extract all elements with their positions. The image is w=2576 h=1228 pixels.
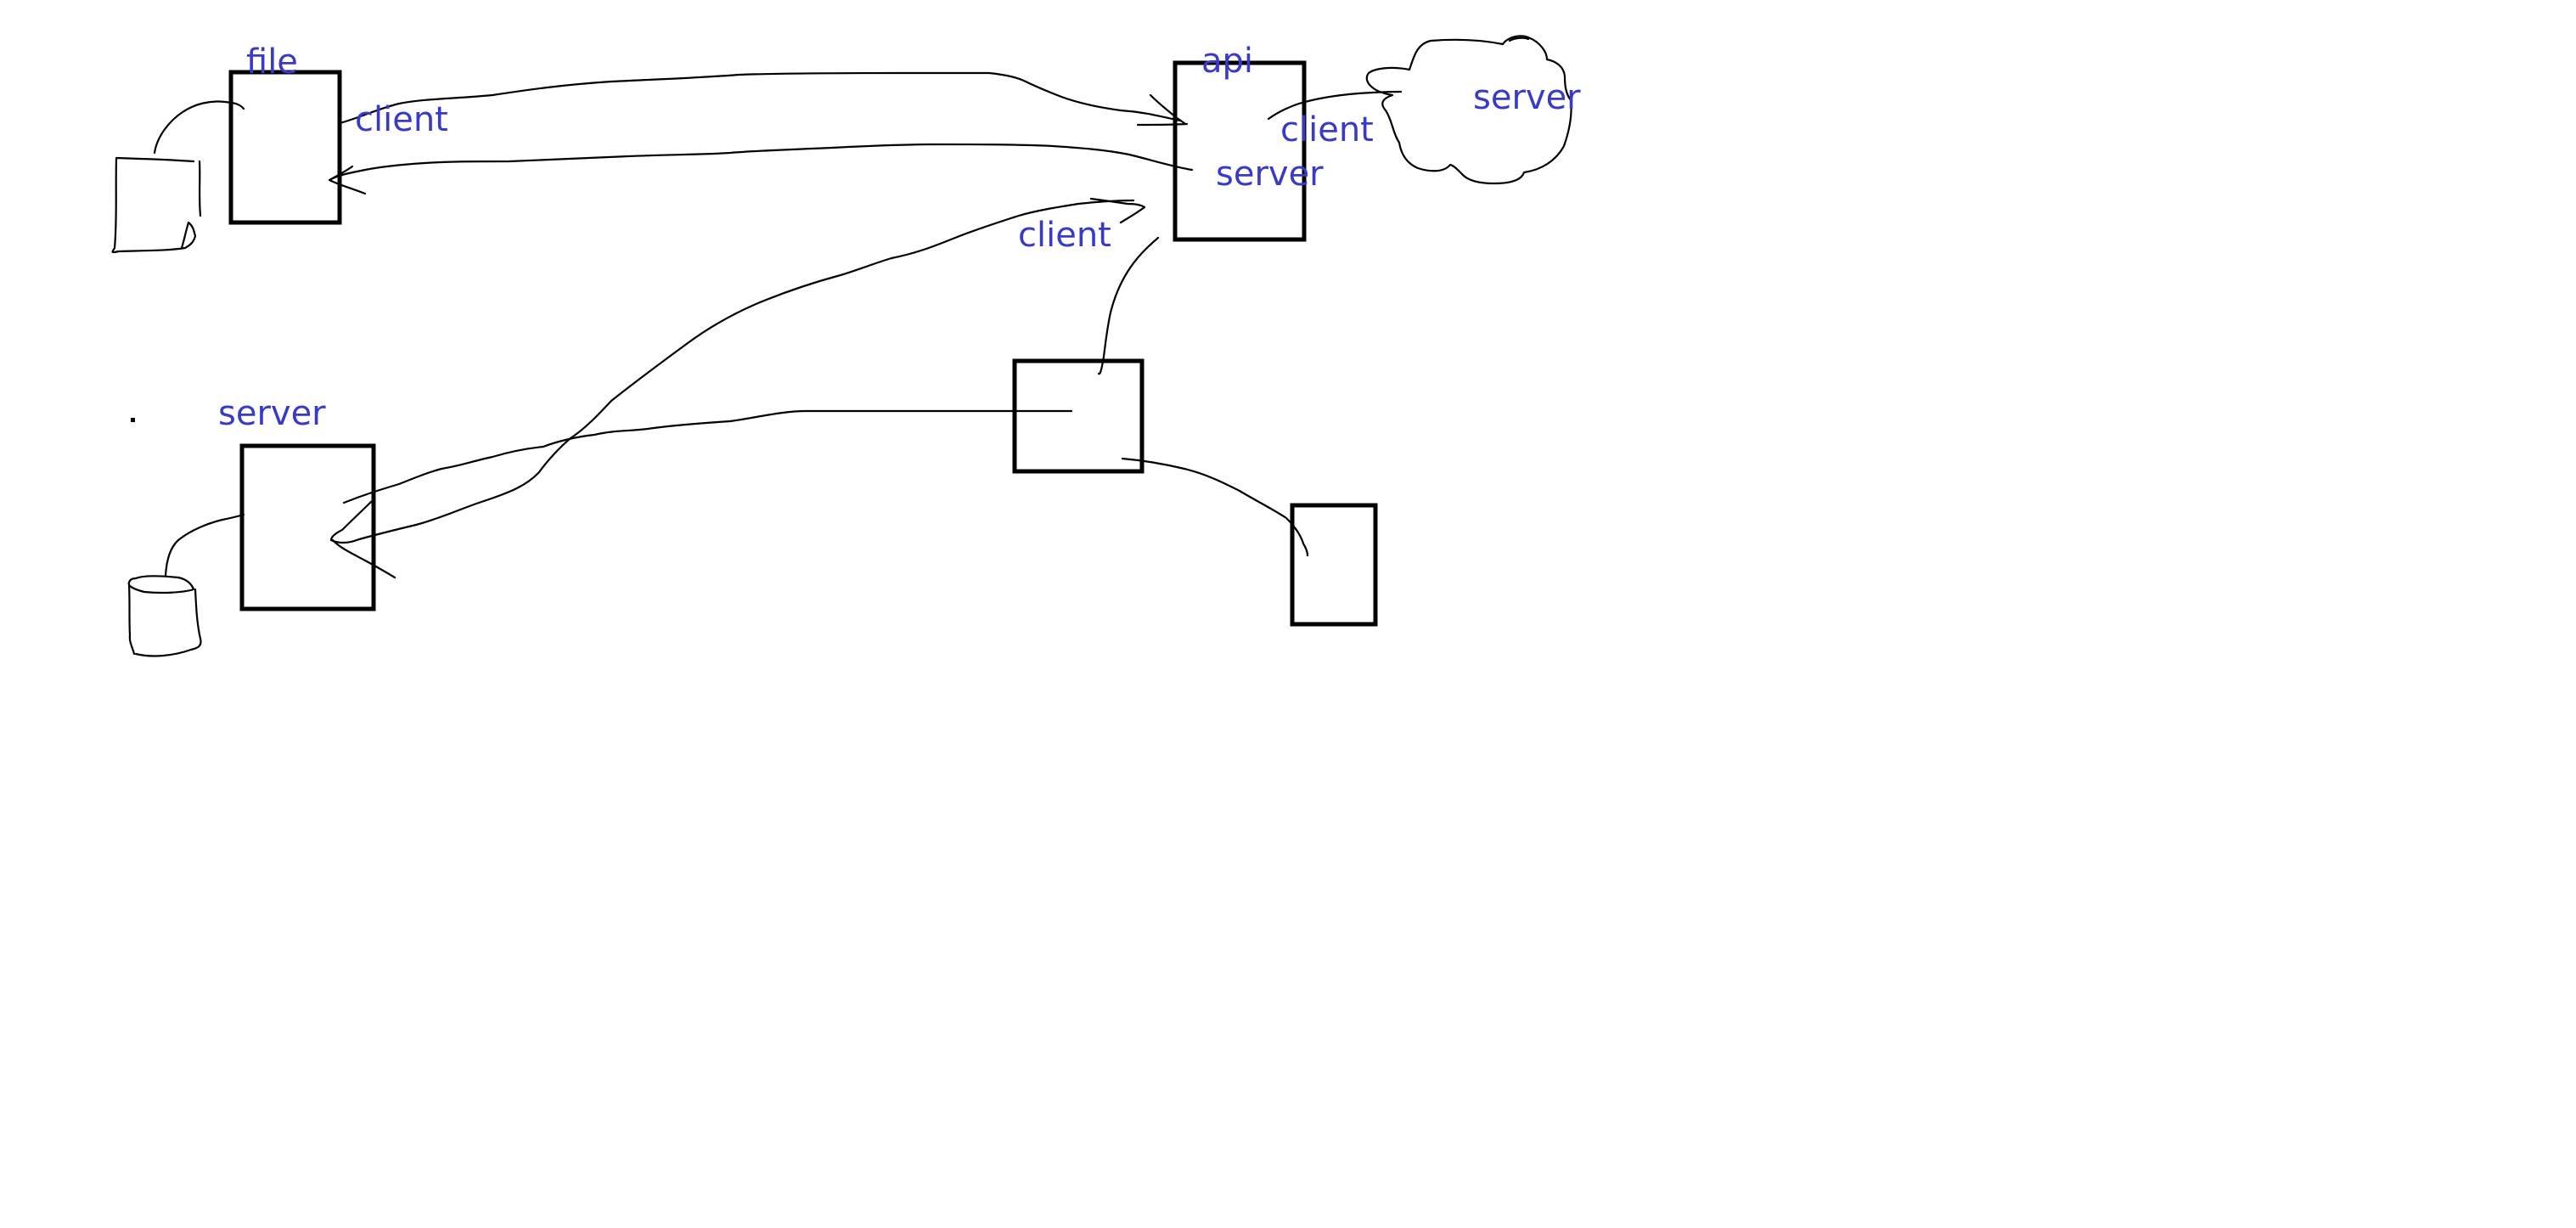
server-to-api-arrow: [342, 409, 808, 504]
label-client-api: client: [1280, 110, 1374, 149]
middle-to-small-connector: [1121, 457, 1309, 557]
file-to-api-arrow: [338, 71, 1182, 125]
middle-box: [1012, 358, 1145, 474]
small-box: [1290, 503, 1378, 627]
label-server-cloud: server: [1473, 78, 1581, 117]
server-to-api-diagonal: [329, 199, 1135, 544]
api-to-middle-connector: [1097, 236, 1160, 375]
file-client-box: [228, 70, 342, 225]
api-cloud-tick: [1508, 37, 1530, 42]
api-to-file-arrowhead: [328, 165, 367, 195]
label-server-api: server: [1216, 155, 1324, 194]
file-document-sketch: [111, 156, 202, 254]
file-to-api-arrowhead: [1136, 93, 1189, 127]
api-box: [1173, 60, 1307, 242]
server-to-api-arrowhead: [1089, 197, 1146, 224]
label-server-left: server: [218, 394, 326, 433]
label-file: file: [246, 42, 298, 82]
cloud-sketch: [1365, 35, 1572, 185]
server-lower-arrowhead: [331, 538, 397, 579]
document-to-file-connector: [153, 100, 245, 155]
database-sketch: [127, 575, 202, 657]
api-to-file-arrow: [331, 143, 1194, 180]
api-to-cloud-connector: [1267, 90, 1403, 121]
label-api: api: [1201, 42, 1253, 81]
label-client-mid: client: [1018, 216, 1111, 255]
server-box: [239, 443, 376, 611]
database-to-server-connector: [164, 513, 245, 577]
label-client-top: client: [355, 100, 448, 139]
stray-dot: [131, 418, 135, 422]
